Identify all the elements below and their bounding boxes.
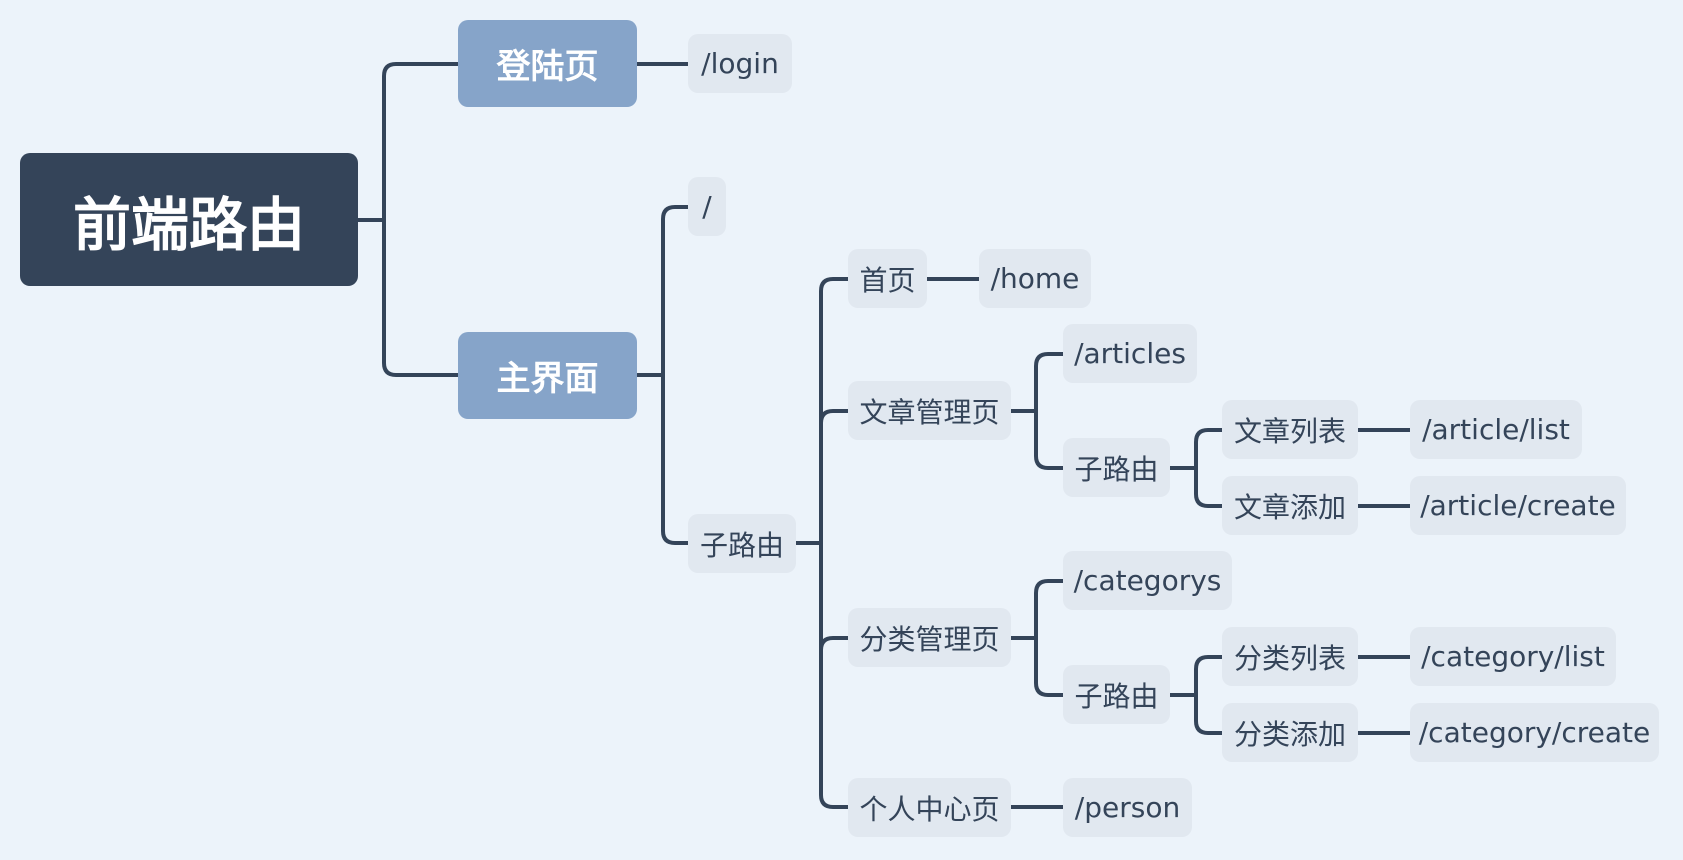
connector-main-spine <box>661 205 690 545</box>
article-list-path-node: /article/list <box>1410 400 1582 459</box>
category-create-node: 分类添加 <box>1222 703 1358 762</box>
login-page-node: 登陆页 <box>458 20 637 107</box>
articles-page-node: 文章管理页 <box>848 381 1011 440</box>
category-create-path-node: /category/create <box>1410 703 1659 762</box>
category-list-path-node: /category/list <box>1410 627 1616 686</box>
home-path-node: /home <box>979 249 1091 308</box>
person-page-node: 个人中心页 <box>848 778 1011 837</box>
root-node: 前端路由 <box>20 153 358 286</box>
connector-categories-spine <box>1034 579 1065 697</box>
categories-children-node: 子路由 <box>1063 665 1170 724</box>
category-list-node: 分类列表 <box>1222 627 1358 686</box>
main-children-node: 子路由 <box>688 514 796 573</box>
article-list-node: 文章列表 <box>1222 400 1358 459</box>
person-path-node: /person <box>1063 778 1192 837</box>
connector-articles-children-spine <box>1194 428 1224 508</box>
connector-children-spine <box>819 277 850 809</box>
articles-children-node: 子路由 <box>1063 438 1170 497</box>
articles-path-node: /articles <box>1063 324 1197 383</box>
connector-categories-children-spine <box>1194 655 1224 735</box>
connector-articles-spine <box>1034 352 1065 470</box>
home-page-node: 首页 <box>848 249 927 308</box>
article-create-path-node: /article/create <box>1410 476 1626 535</box>
connector-root-spine <box>382 62 460 377</box>
main-page-node: 主界面 <box>458 332 637 419</box>
article-create-node: 文章添加 <box>1222 476 1358 535</box>
login-path-node: /login <box>688 34 792 93</box>
categories-page-node: 分类管理页 <box>848 608 1011 667</box>
main-path-node: / <box>688 177 726 236</box>
categories-path-node: /categorys <box>1063 551 1232 610</box>
